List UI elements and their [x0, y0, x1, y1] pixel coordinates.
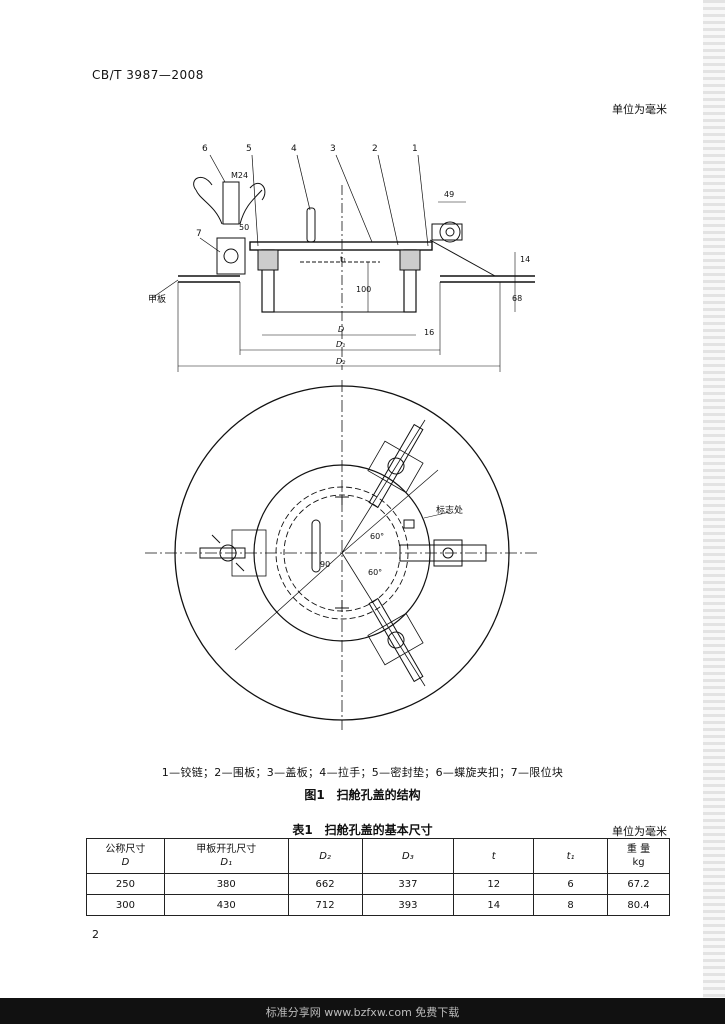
page-number: 2: [92, 928, 99, 941]
table-title: 表1 扫舱孔盖的基本尺寸: [292, 823, 433, 837]
dim-t1: t₁: [340, 255, 347, 264]
section-view: [151, 154, 535, 372]
callout-4: 4: [291, 144, 297, 154]
angle-upper: 60°: [370, 532, 385, 541]
table-cell: 250: [86, 873, 165, 895]
callout-5: 5: [246, 144, 252, 154]
scan-edge-noise: [703, 0, 725, 1000]
table-cell: 80.4: [607, 894, 670, 916]
figure-caption: 图1 扫舱孔盖的结构: [304, 788, 421, 802]
table-cell: 380: [163, 873, 289, 895]
deck-label: 甲板: [148, 295, 167, 305]
table-row: 250 380 662 337 12 6 67.2: [86, 873, 670, 895]
table-cell: 662: [287, 873, 363, 895]
plan-view: [145, 380, 540, 730]
marking-label: 标志处: [436, 506, 464, 516]
angle-lower: 60°: [368, 568, 383, 577]
unit-note: 单位为毫米: [612, 103, 667, 116]
header-t1: t₁: [533, 838, 609, 874]
callout-6: 6: [202, 144, 208, 154]
dim-68: 68: [512, 294, 523, 303]
callout-1: 1: [412, 144, 418, 154]
table-cell: 6: [533, 873, 609, 895]
table-cell: 14: [453, 894, 535, 916]
technical-drawing: [145, 154, 540, 730]
dim-90: 90: [320, 560, 331, 569]
table-cell: 712: [287, 894, 363, 916]
figure-legend: 1—铰链；2—围板；3—盖板；4—拉手；5—密封垫；6—蝶旋夹扣；7—限位块: [161, 766, 564, 779]
footer-bar: [0, 998, 725, 1024]
table-cell: 337: [361, 873, 455, 895]
dim-D2: D₂: [336, 357, 346, 366]
footer-watermark: 标准分享网 www.bzfxw.com 免费下载: [265, 1006, 460, 1019]
dim-D: D: [338, 325, 345, 334]
table-unit-note: 单位为毫米: [612, 825, 667, 838]
table-cell: 8: [533, 894, 609, 916]
dim-100: 100: [356, 285, 372, 294]
callout-7: 7: [196, 229, 202, 239]
header-d3: D₃: [361, 838, 455, 874]
table-row: 300 430 712 393 14 8 80.4: [86, 894, 670, 916]
callout-2: 2: [372, 144, 378, 154]
standard-number: CB/T 3987—2008: [92, 68, 204, 82]
table-cell: 300: [86, 894, 165, 916]
table-cell: 393: [361, 894, 455, 916]
table-cell: 12: [453, 873, 535, 895]
dim-49: 49: [444, 190, 455, 199]
table-cell: 67.2: [607, 873, 670, 895]
dim-16: 16: [424, 328, 435, 337]
dim-D1: D₁: [336, 340, 346, 349]
dim-50: 50: [239, 223, 250, 232]
header-t: t: [453, 838, 535, 874]
callout-3: 3: [330, 144, 336, 154]
table-cell: 430: [163, 894, 289, 916]
dim-14: 14: [520, 255, 531, 264]
header-d2: D₂: [287, 838, 363, 874]
dim-m24: M24: [231, 171, 249, 180]
